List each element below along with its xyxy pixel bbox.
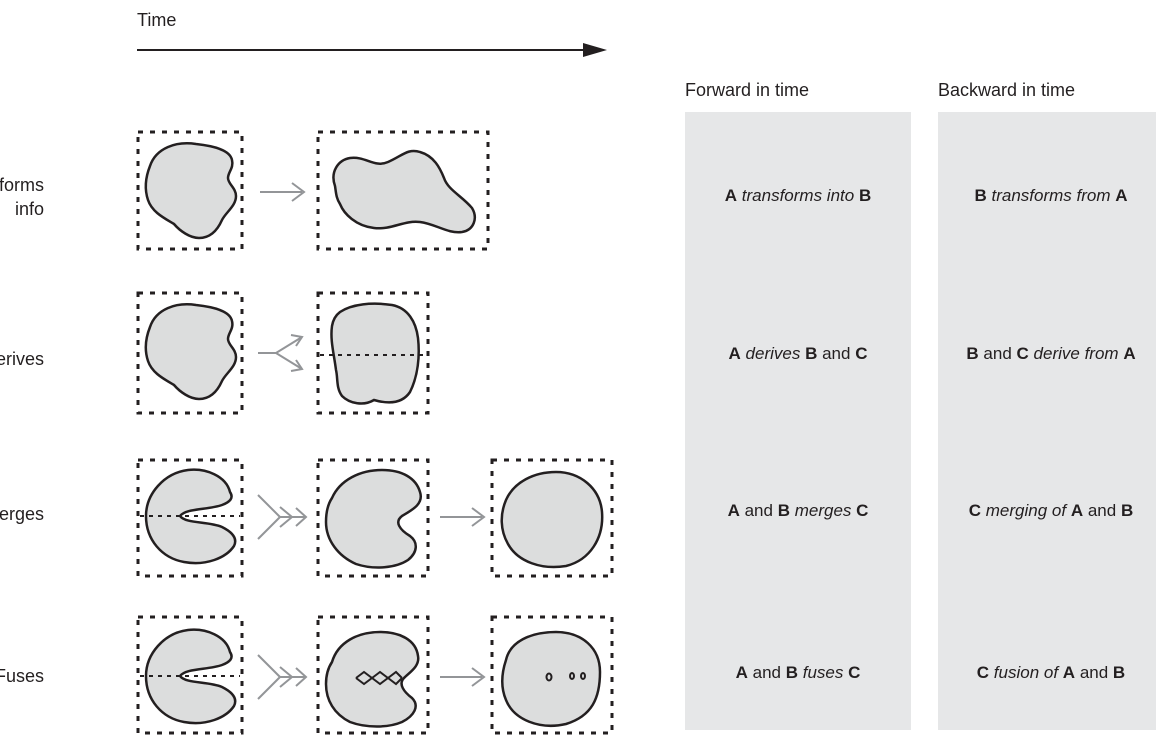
fork-arrow-icon — [257, 334, 303, 372]
forward-derives-statement: A derives B and C — [728, 344, 868, 363]
time-arrow-icon — [137, 43, 607, 57]
shape-transforms-b — [332, 149, 476, 234]
row-label-transforms: Transforms info — [0, 173, 44, 221]
backward-transforms-statement: B transforms from A — [974, 186, 1128, 205]
row-label-derives: Derives — [0, 349, 44, 369]
forward-header: Forward in time — [685, 80, 810, 100]
time-axis-label: Time — [137, 10, 177, 30]
arrow-transforms-icon — [259, 182, 305, 202]
forward-fuses-statement: A and B fuses C — [735, 663, 861, 682]
backward-derives-statement: B and C derive from A — [966, 344, 1136, 363]
backward-panel: B transforms from A B and C derive from … — [938, 112, 1156, 730]
frame-merges-c — [490, 458, 614, 578]
forward-transforms-statement: A transforms into B — [724, 186, 872, 205]
shape-derives-a — [144, 303, 238, 401]
backward-fuses-statement: C fusion of A and B — [976, 663, 1126, 682]
frame-transforms-b — [316, 130, 490, 251]
shape-derives-b — [330, 302, 420, 405]
shape-transforms-a — [144, 142, 238, 240]
diagram-figures — [136, 130, 614, 735]
fusion-dots-icon — [545, 672, 586, 682]
join-arrow-fuses-icon — [257, 654, 307, 700]
shape-merges-b — [324, 468, 423, 569]
shape-merges-c — [500, 470, 604, 569]
backward-header: Backward in time — [938, 80, 1076, 100]
arrow-merges-icon — [439, 507, 485, 527]
row-label-transforms-line1: Transforms — [0, 175, 44, 195]
join-arrow-icon — [257, 494, 307, 540]
frame-merges-a — [136, 458, 244, 578]
frame-transforms-a — [136, 130, 244, 251]
row-label-merges: Merges — [0, 504, 44, 524]
fusion-chain-icon — [355, 670, 403, 686]
row-label-transforms-line2: info — [14, 199, 44, 219]
arrow-fuses-icon — [439, 667, 485, 687]
frame-derives-a — [136, 291, 244, 415]
backward-merges-statement: C merging of A and B — [968, 501, 1134, 520]
frame-merges-b — [316, 458, 430, 578]
frame-fuses-b — [316, 615, 430, 735]
frame-derives-b — [316, 291, 430, 415]
forward-panel: A transforms into B A derives B and C A … — [685, 112, 911, 730]
forward-merges-statement: A and B merges C — [727, 501, 869, 520]
frame-fuses-c — [490, 615, 614, 735]
frame-fuses-a — [136, 615, 244, 735]
row-label-fuses: Fuses — [0, 666, 44, 686]
